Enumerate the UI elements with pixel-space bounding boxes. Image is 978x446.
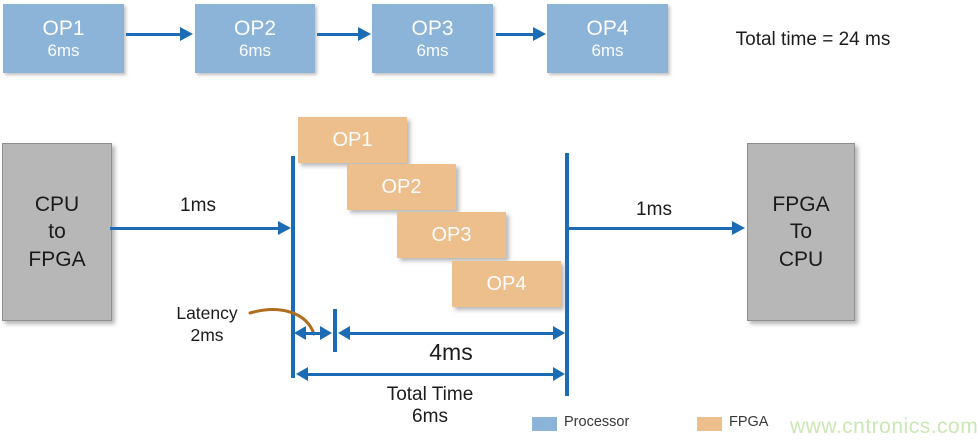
latency-span-arrow-icon — [294, 326, 332, 340]
box-line: CPU — [778, 247, 824, 271]
op-label: OP1 — [332, 128, 373, 151]
pipeline-start-line — [291, 156, 295, 378]
op-label: OP3 — [431, 223, 472, 246]
legend-processor-swatch-icon — [532, 417, 557, 431]
sequential-op3-box: OP3 6ms — [372, 4, 493, 73]
arrow-head-right — [553, 367, 565, 381]
op-label: OP3 — [411, 17, 454, 41]
arrow-line — [347, 331, 556, 335]
pipelined-op1-box: OP1 — [298, 117, 407, 163]
compute-span-arrow-icon — [338, 326, 565, 340]
compute-span-label: 4ms — [429, 339, 473, 365]
arrow-head-right — [553, 326, 565, 340]
op-label: OP1 — [42, 17, 85, 41]
op-time: 6ms — [47, 40, 80, 60]
arrow-line — [126, 32, 184, 36]
fpga-to-cpu-box: FPGA To CPU — [747, 143, 855, 321]
box-line: to — [48, 220, 66, 244]
arrow-line — [110, 226, 282, 230]
input-transfer-time-label: 1ms — [180, 195, 216, 216]
pipeline-end-line — [565, 153, 569, 396]
arrow-line — [496, 32, 537, 36]
op-time: 6ms — [416, 40, 449, 60]
box-line: To — [789, 220, 813, 244]
output-transfer-time-label: 1ms — [636, 199, 672, 220]
sequence-arrow-icon — [126, 27, 193, 41]
arrow-line — [317, 32, 362, 36]
arrow-head — [533, 27, 546, 41]
legend-processor-label: Processor — [564, 414, 630, 430]
total-time-span-arrow-icon — [296, 367, 565, 381]
sequence-arrow-icon — [496, 27, 546, 41]
arrow-line — [303, 331, 323, 335]
sequential-total-time-label: Total time = 24 ms — [735, 29, 891, 50]
pipelined-op4-box: OP4 — [452, 261, 561, 307]
watermark-text: www.cntronics.com — [790, 415, 978, 438]
total-time-label-line2: 6ms — [412, 406, 448, 427]
output-transfer-arrow-icon — [569, 221, 745, 235]
arrow-line — [305, 372, 556, 376]
sequential-op1-box: OP1 6ms — [3, 4, 124, 73]
latency-callout-curve-icon — [248, 308, 316, 336]
op-label: OP4 — [486, 272, 527, 295]
op-label: OP4 — [586, 17, 629, 41]
arrow-head-right — [320, 326, 332, 340]
sequential-op2-box: OP2 6ms — [195, 4, 315, 73]
op-label: OP2 — [381, 175, 422, 198]
arrow-head — [180, 27, 193, 41]
cpu-to-fpga-box: CPU to FPGA — [2, 143, 112, 321]
op-label: OP2 — [233, 17, 277, 41]
pipelined-op2-box: OP2 — [347, 164, 456, 210]
latency-label: Latency 2ms — [158, 303, 256, 347]
arrow-head — [278, 221, 291, 235]
legend-fpga-label: FPGA — [729, 414, 769, 430]
latency-label-line2: 2ms — [190, 324, 224, 345]
sequential-op4-box: OP4 6ms — [547, 4, 668, 73]
sequence-arrow-icon — [317, 27, 371, 41]
arrow-head — [358, 27, 371, 41]
arrow-head-left — [338, 326, 350, 340]
op-time: 6ms — [591, 40, 624, 60]
arrow-head-left — [294, 326, 306, 340]
legend-fpga-swatch-icon — [697, 417, 722, 431]
latency-label-line1: Latency — [176, 303, 238, 323]
arrow-line — [569, 226, 736, 230]
input-transfer-arrow-icon — [110, 221, 291, 235]
pipelined-op3-box: OP3 — [397, 212, 506, 258]
op-time: 6ms — [238, 40, 272, 60]
box-line: FPGA — [28, 247, 86, 271]
arrow-head-left — [296, 367, 308, 381]
arrow-head — [732, 221, 745, 235]
total-time-label-line1: Total Time — [386, 384, 474, 405]
box-line: CPU — [34, 193, 80, 217]
box-line: FPGA — [772, 193, 830, 217]
latency-tick-line — [333, 309, 337, 352]
